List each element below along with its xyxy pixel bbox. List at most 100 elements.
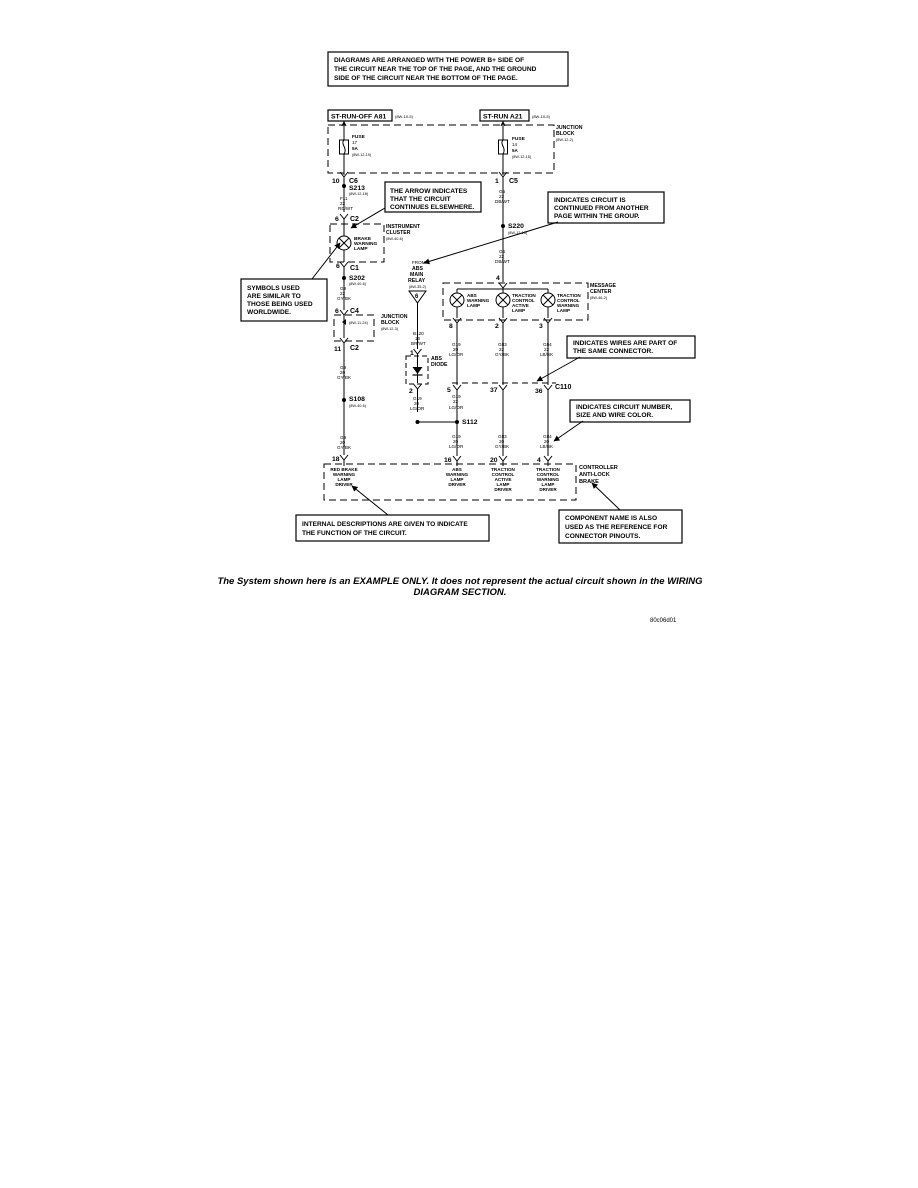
label-message-center-lamp3-line2: CONTROL <box>557 298 580 303</box>
fuse-14-labels: FUSE 14 5A (8W-12-15) <box>512 136 532 159</box>
splice-s112-left <box>415 420 420 424</box>
label-c110-a2-size: 20 <box>453 439 459 444</box>
label-c110-c-circuit: G84 <box>543 434 552 439</box>
label-callouts-top-line3: SIDE OF THE CIRCUIT NEAR THE BOTTOM OF T… <box>334 75 518 82</box>
abs-diode: ABS DIODE <box>405 355 448 385</box>
label-power-right-ref: (8W-10-5) <box>532 114 551 119</box>
label-message-center-line1: MESSAGE <box>590 283 616 289</box>
callout-top: DIAGRAMS ARE ARRANGED WITH THE POWER B+ … <box>327 51 569 87</box>
label-callouts-symbols-line1: SYMBOLS USED <box>247 285 300 292</box>
figure-id: 80c06d01 <box>650 618 677 624</box>
splice-s108 <box>342 398 346 402</box>
label-message-center-lamp3-line3: WARNING <box>557 303 580 308</box>
label-wires-mid-b-circuit: G83 <box>498 342 507 347</box>
callout-component: COMPONENT NAME IS ALSO USED AS THE REFER… <box>558 509 683 544</box>
label-left-branch-jb2-ref: (8W-12-3) <box>381 327 399 331</box>
label-callouts-connector-line1: INDICATES WIRES ARE PART OF <box>573 340 677 347</box>
left-branch-wires <box>339 177 349 466</box>
fuse-14 <box>498 120 508 178</box>
label-junction-block-fuse2-name: FUSE <box>512 136 526 142</box>
label-message-center-lamp1-line2: WARNING <box>467 298 490 303</box>
label-callouts-symbols-line3: THOSE BEING USED <box>247 301 313 308</box>
label-callouts-connector-line2: THE SAME CONNECTOR. <box>573 348 653 355</box>
label-right-branch-c5-pin: 1 <box>495 178 499 185</box>
label-callouts-continued-line1: INDICATES CIRCUIT IS <box>554 197 626 204</box>
abs-warning-lamp-icon <box>449 292 465 308</box>
label-message-center-pin-b: 2 <box>495 323 499 330</box>
label-relay-w2-size: 20 <box>414 401 420 406</box>
label-controller-d2-line2: WARNING <box>446 472 469 477</box>
splice-s213 <box>342 184 346 188</box>
label-wires-mid-a-color: LG/OR <box>449 352 464 357</box>
callout-continued: INDICATES CIRCUIT IS CONTINUED FROM ANOT… <box>547 191 665 224</box>
label-wires-mid-b-color: GY/BK <box>495 352 510 357</box>
label-junction-block-fuse2-amp: 5A <box>512 148 519 153</box>
label-c110-a-size: 22 <box>453 399 459 404</box>
label-callouts-circuit-line2: SIZE AND WIRE COLOR. <box>576 412 653 419</box>
label-relay-diode-line2: DIODE <box>431 362 448 368</box>
label-left-branch-c4-pin: 6 <box>335 308 339 315</box>
label-power-left-label: ST-RUN-OFF A81 <box>331 114 386 121</box>
label-left-branch-s202-ref: (8W-40-6) <box>349 282 367 286</box>
label-left-branch-w4-color: GY/BK <box>337 445 352 450</box>
label-callouts-continued-line2: CONTINUED FROM ANOTHER <box>554 205 649 212</box>
label-relay-pin1: 1 <box>410 350 414 357</box>
fuse-17 <box>339 120 349 178</box>
label-controller-line1: CONTROLLER <box>579 465 618 471</box>
label-relay-w2-circuit: G19 <box>413 396 422 401</box>
label-controller-d4-line4: LAMP <box>541 482 554 487</box>
label-left-branch-s108: S108 <box>349 396 365 403</box>
label-junction-block-fuse1-amp: 5A <box>352 146 359 151</box>
controller-driver-labels: RED BRAKE WARNING LAMP DRIVER ABS WARNIN… <box>330 467 560 492</box>
label-c110-pin-b: 37 <box>490 387 498 394</box>
brake-warning-lamp-label: BRAKE WARNING LAMP <box>354 236 377 252</box>
label-wires-mid-a-circuit: G19 <box>452 342 461 347</box>
label-message-center-lamp2-line1: TRACTION <box>512 293 536 298</box>
label-left-branch-c2: C2 <box>350 216 359 223</box>
label-c110-a-circuit: G19 <box>452 394 461 399</box>
junction-block-top: JUNCTION BLOCK (8W-12-2) <box>327 124 583 174</box>
label-left-branch-w4-size: 20 <box>340 440 346 445</box>
label-right-branch-mc-pin: 4 <box>496 275 500 282</box>
junction-block-lower: (8W-11-24) JUNCTION BLOCK (8W-12-3) <box>333 314 408 342</box>
label-relay-circuit: B120 <box>413 331 424 336</box>
label-left-branch-w3-color: GY/BK <box>337 375 352 380</box>
label-left-branch-c6-pin: 10 <box>332 178 340 185</box>
callout-internal: INTERNAL DESCRIPTIONS ARE GIVEN TO INDIC… <box>295 514 490 542</box>
label-relay-ref: (8W-35-2) <box>409 285 427 289</box>
label-message-center-lamp2-line3: ACTIVE <box>512 303 529 308</box>
caption-line-2: DIAGRAM SECTION. <box>413 587 507 598</box>
splice-s220 <box>501 224 505 228</box>
splice-s202 <box>342 276 346 280</box>
example-caption: The System shown here is an EXAMPLE ONLY… <box>200 576 720 598</box>
label-controller-d4-line1: TRACTION <box>536 467 560 472</box>
label-wires-mid-b-size: 22 <box>499 347 505 352</box>
label-left-branch-w1-size: 22 <box>340 201 346 206</box>
label-right-branch-w1-circuit: G5 <box>499 189 506 194</box>
abs-relay-labels: FROM ABS MAIN RELAY (8W-35-2) <box>408 260 427 289</box>
label-left-branch-w2-size: 22 <box>340 291 346 296</box>
label-left-branch-w1-color: RD/WT <box>338 206 353 211</box>
label-left-branch-brake-line3: LAMP <box>354 246 368 252</box>
label-left-branch-c2b: C2 <box>350 345 359 352</box>
label-relay-w2-color: LG/OR <box>410 406 425 411</box>
label-c110-pin-c: 36 <box>535 388 543 395</box>
label-wires-mid-c-circuit: G84 <box>543 342 552 347</box>
label-right-branch-s220: S220 <box>508 223 524 230</box>
label-left-branch-jb2-ref-left: (8W-11-24) <box>349 321 369 325</box>
label-junction-block-ref: (8W-12-2) <box>556 138 574 142</box>
label-wires-mid-c-size: 22 <box>544 347 550 352</box>
label-c110-b-size: 20 <box>499 439 505 444</box>
label-c110-pin-a: 5 <box>447 387 451 394</box>
label-right-branch-c5: C5 <box>509 178 518 185</box>
label-callouts-symbols-line4: WORLDWIDE. <box>247 309 291 316</box>
label-controller-d1-line3: LAMP <box>337 477 350 482</box>
label-wires-mid-a-size: 20 <box>453 347 459 352</box>
controller-anti-lock-brake: CONTROLLER ANTI-LOCK BRAKE 16 20 4 <box>323 457 618 501</box>
label-left-branch-cluster-ref: (8W-40-6) <box>386 237 404 241</box>
abs-relay-arrow-icon: 6 <box>408 290 427 304</box>
label-right-branch-s220-ref: (8W-12-15) <box>508 231 528 235</box>
label-message-center-pin-a: 8 <box>449 323 453 330</box>
callout-symbols: SYMBOLS USED ARE SIMILAR TO THOSE BEING … <box>240 278 328 322</box>
message-center-lamp-labels: ABS WARNING LAMP TRACTION CONTROL ACTIVE… <box>449 293 581 330</box>
